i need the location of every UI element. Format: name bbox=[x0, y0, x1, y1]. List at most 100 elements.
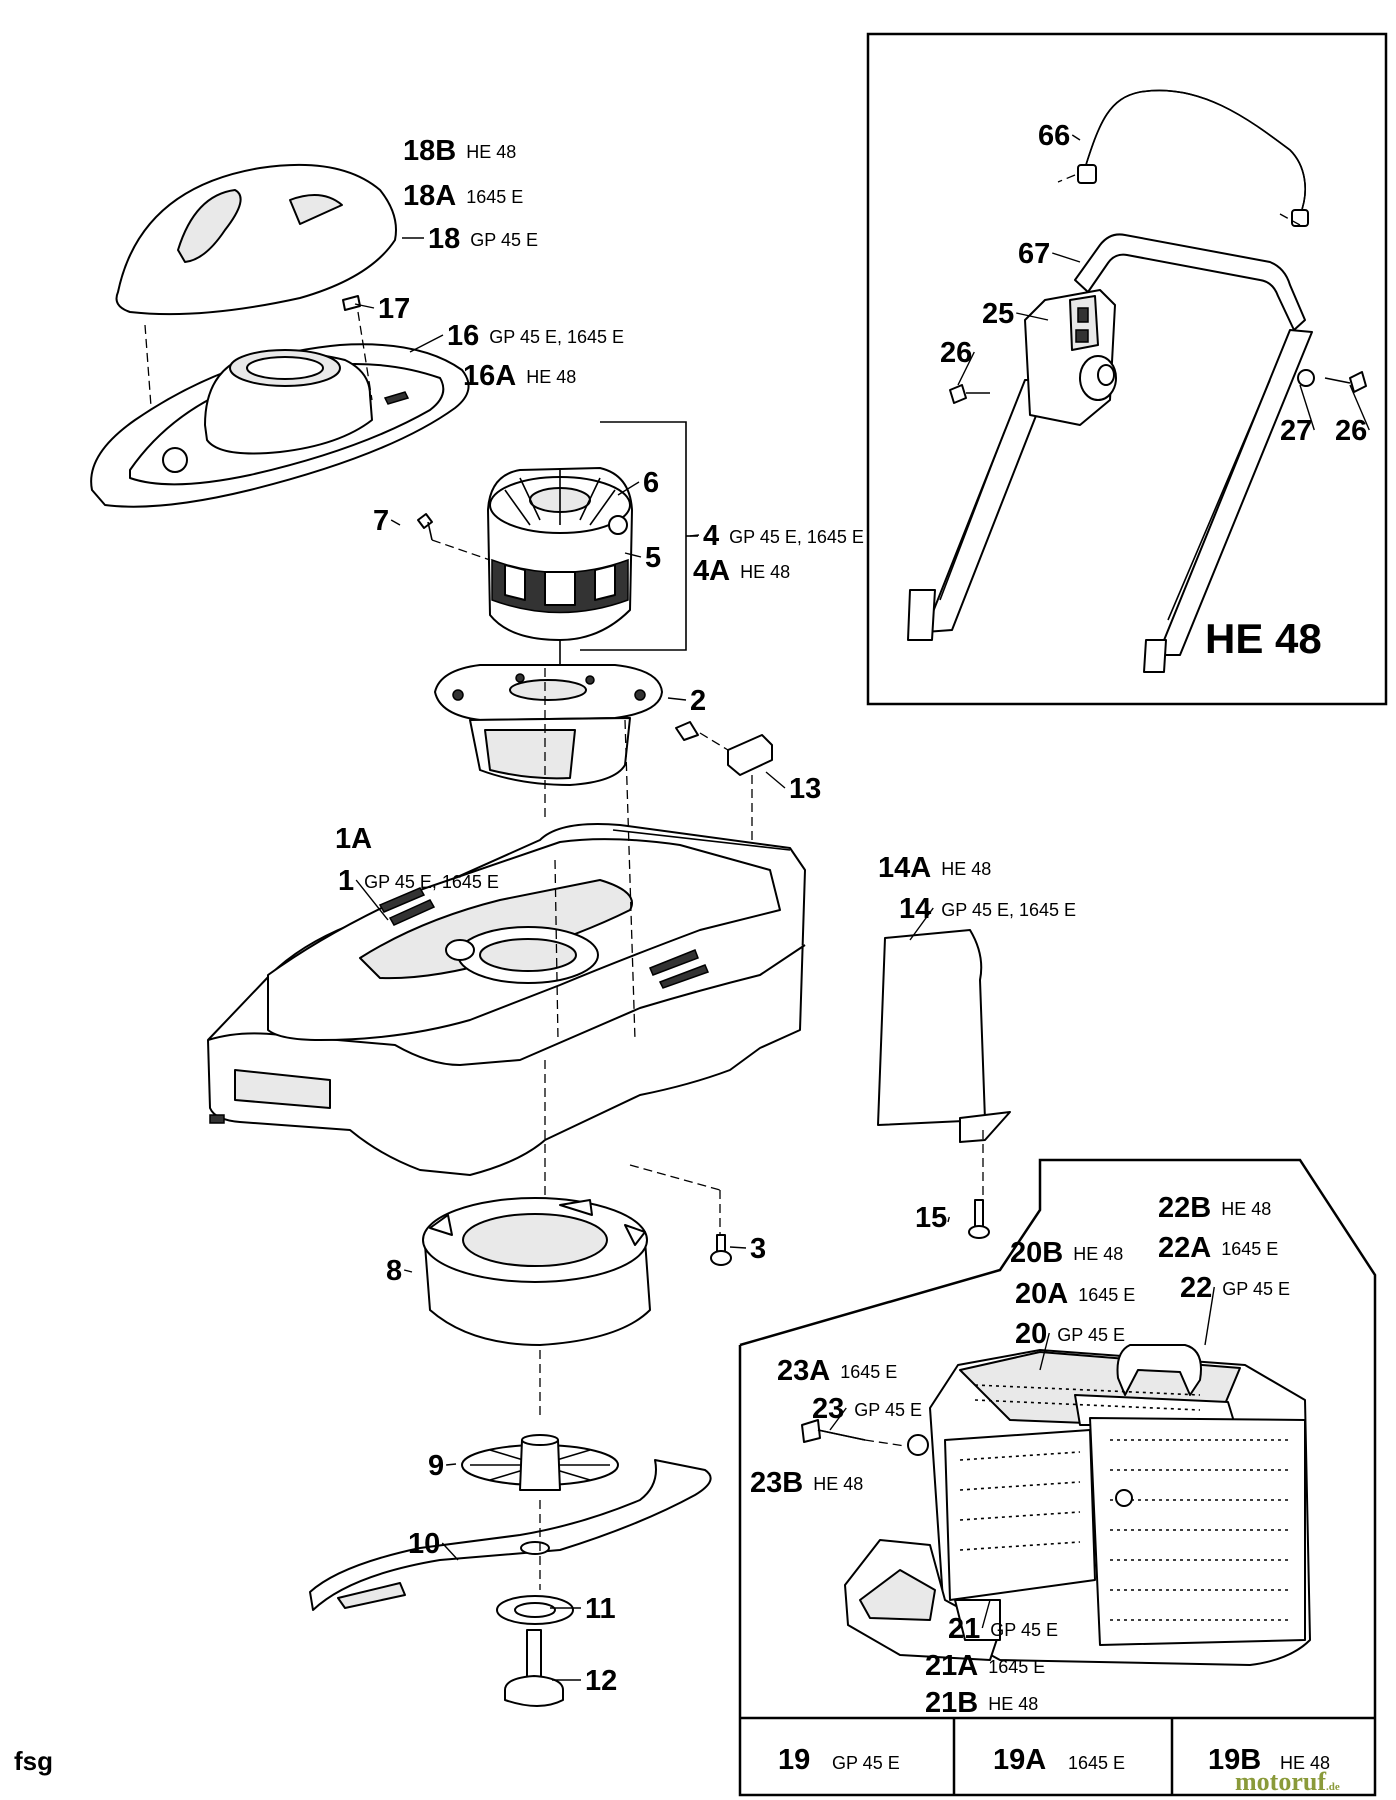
part-26-screws bbox=[949, 369, 1367, 404]
part-number: 23 bbox=[812, 1393, 844, 1425]
leader-line-16 bbox=[409, 334, 444, 353]
part-label-16A: 16A HE 48 bbox=[463, 360, 576, 392]
model-code: GP 45 E bbox=[1057, 1325, 1125, 1345]
part-number: 67 bbox=[1018, 238, 1050, 270]
part-label-3: 3 bbox=[750, 1233, 766, 1265]
model-code: GP 45 E, 1645 E bbox=[364, 872, 499, 892]
part-2-motor-plate bbox=[434, 664, 663, 786]
part-label-8: 8 bbox=[386, 1255, 402, 1287]
part-label-1A: 1A bbox=[335, 823, 372, 855]
part-number: 15 bbox=[915, 1202, 947, 1234]
part-11-washer bbox=[496, 1595, 574, 1625]
part-label-5: 5 bbox=[645, 542, 661, 574]
part-number: 26 bbox=[1335, 415, 1367, 447]
part-number: 23A bbox=[777, 1355, 830, 1387]
leader-line-26b bbox=[1349, 384, 1370, 431]
part-66-cable bbox=[1057, 89, 1309, 227]
corner-code: fsg bbox=[14, 1746, 53, 1776]
part-number: 20A bbox=[1015, 1278, 1068, 1310]
part-number: 10 bbox=[408, 1528, 440, 1560]
leader-line-17 bbox=[354, 303, 375, 309]
model-code: 1645 E bbox=[840, 1362, 897, 1382]
part-label-20B: 20B HE 48 bbox=[1010, 1237, 1123, 1269]
part-number: 22 bbox=[1180, 1272, 1212, 1304]
assembly-axes bbox=[544, 668, 636, 1200]
watermark-logo: motoruf.de bbox=[1235, 1767, 1340, 1796]
leader-line-67 bbox=[1052, 252, 1081, 263]
model-code: HE 48 bbox=[740, 562, 790, 582]
part-label-23: 23 GP 45 E bbox=[812, 1393, 922, 1425]
part-number: 13 bbox=[789, 773, 821, 805]
part-label-6: 6 bbox=[643, 467, 659, 499]
model-code: HE 48 bbox=[1073, 1244, 1123, 1264]
part-number: 2 bbox=[690, 685, 706, 717]
model-code: GP 45 E bbox=[470, 230, 538, 250]
leader-line-15 bbox=[947, 1216, 950, 1223]
part-16-motor-housing bbox=[90, 295, 470, 508]
part-number: 18 bbox=[428, 223, 460, 255]
leader-line-1 bbox=[355, 879, 389, 921]
part-label-18B: 18B HE 48 bbox=[403, 135, 516, 167]
part-label-23A: 23A 1645 E bbox=[777, 1355, 897, 1387]
model-code: HE 48 bbox=[526, 367, 576, 387]
part-number: 18B bbox=[403, 135, 456, 167]
part-number: 1A bbox=[335, 823, 372, 855]
part-25-switch bbox=[1024, 289, 1117, 426]
footer-model: GP 45 E bbox=[832, 1753, 900, 1773]
leader-line-14 bbox=[909, 907, 934, 941]
label-leaders bbox=[354, 134, 1370, 1681]
leader-line-9 bbox=[446, 1463, 457, 1466]
part-3-screw bbox=[710, 1234, 732, 1266]
part-number: 22A bbox=[1158, 1232, 1211, 1264]
part-label-67: 67 bbox=[1018, 238, 1050, 270]
leader-line-6 bbox=[617, 481, 640, 496]
part-20-22-grass-box bbox=[844, 1344, 1311, 1666]
part-number: 16 bbox=[447, 320, 479, 352]
part-number: 25 bbox=[982, 298, 1014, 330]
leader-line-20 bbox=[1039, 1332, 1050, 1371]
leader-line-2 bbox=[667, 697, 687, 701]
part-23-pin bbox=[801, 1419, 906, 1447]
part-number: 5 bbox=[645, 542, 661, 574]
part-number: 18A bbox=[403, 180, 456, 212]
footer-model: 1645 E bbox=[1068, 1753, 1125, 1773]
part-9-fan bbox=[461, 1434, 619, 1491]
part-4-motor bbox=[417, 421, 698, 665]
part-8-fan-ring bbox=[422, 1197, 651, 1420]
part-number: 21A bbox=[925, 1650, 978, 1682]
leader-line-5 bbox=[624, 552, 642, 558]
leader-line-22 bbox=[1204, 1286, 1215, 1346]
part-label-10: 10 bbox=[408, 1528, 440, 1560]
model-code: 1645 E bbox=[1078, 1285, 1135, 1305]
part-number: 16A bbox=[463, 360, 516, 392]
model-code: GP 45 E bbox=[990, 1620, 1058, 1640]
model-code: GP 45 E bbox=[854, 1400, 922, 1420]
model-code: HE 48 bbox=[813, 1474, 863, 1494]
leader-line-21 bbox=[981, 1599, 991, 1629]
part-number: 17 bbox=[378, 293, 410, 325]
part-number: 66 bbox=[1038, 120, 1070, 152]
leader-line-25 bbox=[1016, 312, 1049, 321]
part-label-9: 9 bbox=[428, 1450, 444, 1482]
part-label-7: 7 bbox=[373, 505, 389, 537]
leader-line-3 bbox=[729, 1246, 747, 1249]
part-number: 4 bbox=[703, 520, 719, 552]
part-label-26b: 26 bbox=[1335, 415, 1367, 447]
part-label-20A: 20A 1645 E bbox=[1015, 1278, 1135, 1310]
inset-handle-box bbox=[866, 32, 1388, 706]
model-code: HE 48 bbox=[466, 142, 516, 162]
part-number: 20B bbox=[1010, 1237, 1063, 1269]
footer-model: HE 48 bbox=[1280, 1753, 1330, 1773]
part-13-bracket bbox=[675, 721, 773, 840]
